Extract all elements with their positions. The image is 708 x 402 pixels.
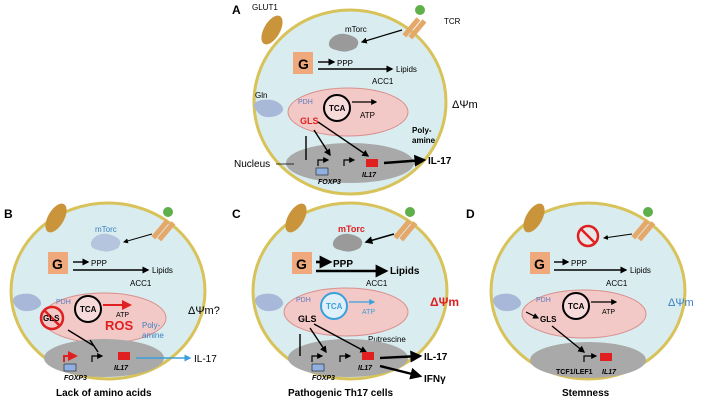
glucose-label: G	[52, 256, 63, 272]
pdh-label: PDH	[298, 99, 313, 106]
ppp-label: PPP	[571, 259, 587, 268]
atp-label: ATP	[116, 312, 129, 319]
gln-transporter	[13, 293, 42, 312]
il17-gene: IL17	[358, 365, 373, 372]
gln-transporter	[254, 99, 284, 118]
glut1-transporter	[285, 203, 307, 233]
atp-label: ATP	[602, 309, 615, 316]
foxp3-gene: FOXP3	[312, 375, 335, 382]
tcf1-lef1-label: TCF1/LEF1	[556, 369, 593, 376]
glucose-label: G	[534, 256, 545, 272]
polyamine-label-2: amine	[412, 136, 436, 145]
panel-letter: C	[232, 207, 241, 221]
glut1-transporter	[523, 203, 545, 233]
ros-label: ROS	[105, 318, 134, 333]
gln-transporter	[493, 293, 522, 312]
il17-output: IL-17	[428, 156, 452, 167]
ppp-label: PPP	[337, 59, 353, 68]
tca-cycle	[74, 295, 102, 323]
polyamine-label-2: amine	[142, 331, 164, 340]
il17-output: IL-17	[194, 354, 217, 365]
mtorc-label: mTorc	[338, 224, 365, 234]
ppp-label: PPP	[333, 259, 353, 270]
panel-c: C mTorc G PPP Lipids ACC1 PDH TCA ATP GL…	[232, 201, 459, 399]
gls-inhibited: GLS	[39, 305, 65, 331]
membrane-potential-label: ΔΨm	[452, 99, 478, 111]
gls-label: GLS	[298, 314, 317, 324]
tcr-label: TCR	[444, 17, 461, 26]
il17-gene: IL17	[602, 369, 617, 376]
polyamine-label-1: Poly-	[142, 321, 161, 330]
tca-cycle	[562, 292, 590, 320]
panel-letter: D	[466, 207, 475, 221]
tca-cycle	[320, 292, 348, 320]
lipids-label: Lipids	[630, 266, 651, 275]
ifng-output: IFNγ	[424, 374, 446, 385]
glucose-box	[48, 252, 68, 274]
panel-caption: Stemness	[562, 388, 610, 399]
il17-output: IL-17	[424, 352, 448, 363]
glucose-label: G	[298, 56, 309, 72]
acc1-label: ACC1	[130, 279, 152, 288]
panel-d: D G PPP Lipids ACC1 PDH TCA ATP GLS ΔΨm	[466, 201, 694, 399]
il17-gene: IL17	[114, 365, 129, 372]
panel-caption: Lack of amino acids	[56, 388, 152, 399]
foxp3-gene: FOXP3	[64, 375, 87, 382]
tca-label: TCA	[80, 305, 97, 314]
panel-b: B mTorc G PPP Lipids ACC1 PDH TCA ATP RO…	[4, 201, 220, 399]
lipids-label: Lipids	[152, 266, 173, 275]
tca-label: TCA	[326, 302, 343, 311]
pdh-label: PDH	[56, 299, 71, 306]
atp-label: ATP	[360, 111, 375, 120]
glucose-box	[292, 252, 312, 274]
membrane-potential-label: ΔΨm	[668, 297, 694, 309]
nucleus-label: Nucleus	[234, 159, 270, 170]
ppp-label: PPP	[91, 259, 107, 268]
glut1-transporter	[45, 203, 67, 233]
panel-caption: Pathogenic Th17 cells	[288, 388, 393, 399]
mtorc-blob	[332, 233, 363, 252]
acc1-label: ACC1	[366, 279, 388, 288]
lipids-label: Lipids	[396, 65, 417, 74]
il17-gene: IL17	[362, 172, 377, 179]
nucleus	[530, 342, 646, 378]
membrane-potential-label: ΔΨm?	[188, 305, 220, 317]
tcr-receptor	[393, 207, 418, 242]
glut1-transporter	[261, 15, 283, 45]
atp-label: ATP	[362, 309, 375, 316]
tca-label: TCA	[568, 302, 585, 311]
panel-letter: B	[4, 207, 13, 221]
tcr-receptor	[402, 5, 427, 40]
pdh-label: PDH	[296, 297, 311, 304]
tca-cycle	[323, 94, 351, 122]
gls-label: GLS	[540, 315, 557, 324]
putrescine-label: Putrescine	[368, 335, 406, 344]
mtorc-inhibited-icon	[576, 224, 600, 248]
gln-transporter	[255, 293, 284, 312]
tca-label: TCA	[329, 104, 346, 113]
acc1-label: ACC1	[606, 279, 628, 288]
glucose-box	[530, 252, 550, 274]
acc1-label: ACC1	[372, 77, 394, 86]
tcr-receptor	[631, 207, 656, 242]
foxp3-gene: FOXP3	[318, 179, 341, 186]
membrane-potential-label: ΔΨm	[430, 295, 459, 309]
panel-a: A GLUT1 TCR mTorc G PPP Lipids ACC1 Gln …	[232, 3, 478, 196]
mtorc-label: mTorc	[345, 25, 367, 34]
mtorc-label: mTorc	[95, 225, 117, 234]
gls-label: GLS	[43, 314, 60, 323]
panel-letter: A	[232, 3, 241, 17]
gln-label: Gln	[255, 91, 267, 100]
glucose-label: G	[296, 256, 307, 272]
polyamine-label-1: Poly-	[412, 126, 432, 135]
gls-label: GLS	[300, 116, 319, 126]
mtorc-blob	[328, 33, 359, 52]
lipids-label: Lipids	[390, 266, 420, 277]
tcr-receptor	[151, 207, 176, 242]
mtorc-blob	[90, 233, 121, 252]
glut1-label: GLUT1	[252, 3, 278, 12]
pdh-label: PDH	[536, 297, 551, 304]
glucose-box	[293, 52, 313, 74]
